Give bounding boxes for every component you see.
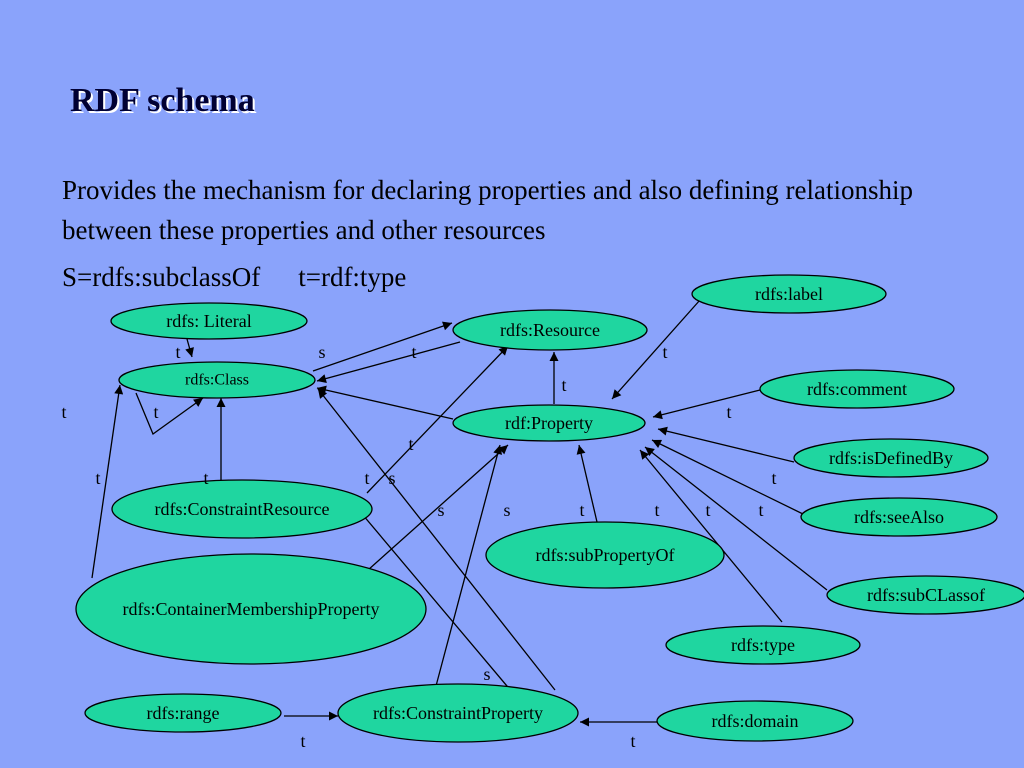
node-constraintproperty-label: rdfs:ConstraintProperty <box>373 703 543 723</box>
edge-label-cr-resource-t: t <box>408 434 413 454</box>
node-isdefinedby-shape <box>793 438 989 478</box>
node-comment-shape <box>759 369 955 409</box>
node-constraintproperty-shape <box>337 683 579 743</box>
node-class-shape <box>118 361 316 399</box>
node-containermembershipproperty-label: rdfs:ContainerMembershipProperty <box>123 599 380 619</box>
edge-label-literal-t: t <box>175 342 180 362</box>
node-constraintresource-shape <box>111 479 373 539</box>
node-seealso-shape <box>800 497 998 537</box>
edge-label-comment-t: t <box>726 402 731 422</box>
node-subpropertyof: rdfs:subPropertyOf <box>485 521 725 589</box>
legend-subclass: S=rdfs:subclassOf <box>62 262 261 292</box>
node-label-label: rdfs:label <box>755 284 823 304</box>
node-resource-shape <box>452 309 648 351</box>
node-range-shape <box>84 693 282 733</box>
node-domain-label: rdfs:domain <box>712 711 799 731</box>
edge-cp-property <box>435 444 503 687</box>
edge-class-resource <box>312 321 453 372</box>
node-range-label: rdfs:range <box>147 703 220 723</box>
edge-label-type-t: t <box>758 500 763 520</box>
edge-resource-class <box>316 341 461 383</box>
edge-cmp-class <box>91 384 124 579</box>
legend-type: t=rdf:type <box>298 262 407 292</box>
node-constraintresource: rdfs:ConstraintResource <box>111 479 373 539</box>
edge-label-label-t: t <box>662 342 667 362</box>
edge-label-property-resource-t: t <box>561 375 566 395</box>
edge-label-cp-s: s <box>483 664 490 684</box>
edge-subclassof-property <box>644 446 828 591</box>
legend: S=rdfs:subclassOf t=rdf:type <box>62 262 406 293</box>
edge-label-subpropertyof-t: t <box>579 500 584 520</box>
node-type: rdfs:type <box>665 625 861 665</box>
edge-label-class-resource-s: s <box>318 342 325 362</box>
node-type-label: rdfs:type <box>731 635 795 655</box>
node-containermembershipproperty: rdfs:ContainerMembershipProperty <box>75 553 427 665</box>
edge-label-domain-t: t <box>630 731 635 751</box>
node-type-shape <box>665 625 861 665</box>
edge-label-class-self-t: t <box>153 402 158 422</box>
node-comment: rdfs:comment <box>759 369 955 409</box>
edge-label-resource-class-t: t <box>411 342 416 362</box>
edge-property-class <box>316 385 454 420</box>
node-resource-label: rdfs:Resource <box>500 320 600 340</box>
node-property: rdf:Property <box>452 404 646 442</box>
edge-label-subclassof-t: t <box>705 500 710 520</box>
node-seealso-label: rdfs:seeAlso <box>854 507 944 527</box>
node-constraintresource-label: rdfs:ConstraintResource <box>155 499 330 519</box>
edge-label-range-t: t <box>300 731 305 751</box>
node-subpropertyof-label: rdfs:subPropertyOf <box>536 545 675 565</box>
node-class-label: rdfs:Class <box>185 372 249 389</box>
node-resource: rdfs:Resource <box>452 309 648 351</box>
slide-description: Provides the mechanism for declaring pro… <box>62 175 914 245</box>
edge-isdefinedby-property <box>657 426 795 463</box>
edge-literal-class <box>185 338 194 358</box>
node-subclassof: rdfs:subCLassof <box>826 575 1024 615</box>
node-domain: rdfs:domain <box>656 700 854 742</box>
edge-label-cmp-self-t: t <box>61 402 66 422</box>
edge-seealso-property <box>651 439 806 516</box>
node-property-label: rdf:Property <box>505 413 593 433</box>
edge-cr-resource <box>366 345 509 494</box>
node-subpropertyof-shape <box>485 521 725 589</box>
edge-label-cmp-class-t: t <box>95 468 100 488</box>
edge-label-seealso-t: t <box>654 500 659 520</box>
diagram-nodes: rdfs: Literal rdfs:Class rdfs:Resource rdf:… <box>75 274 1024 743</box>
node-isdefinedby: rdfs:isDefinedBy <box>793 438 989 478</box>
edge-label-cp-class-t: t <box>364 468 369 488</box>
node-label-shape <box>691 274 887 314</box>
edge-type-property <box>639 449 783 623</box>
diagram-edges <box>91 299 828 727</box>
edge-cp-cr <box>356 507 513 693</box>
node-containermembershipproperty-shape <box>75 553 427 665</box>
node-isdefinedby-label: rdfs:isDefinedBy <box>829 448 953 468</box>
node-subclassof-label: rdfs:subCLassof <box>867 585 985 605</box>
edge-class-self-loop <box>135 392 204 436</box>
node-constraintproperty: rdfs:ConstraintProperty <box>337 683 579 743</box>
node-domain-shape <box>656 700 854 742</box>
node-subclassof-shape <box>826 575 1024 615</box>
node-comment-label: rdfs:comment <box>807 379 907 399</box>
edge-comment-property <box>652 389 761 420</box>
node-range: rdfs:range <box>84 693 282 733</box>
node-literal-shape <box>110 302 308 340</box>
edge-subpropertyof-property <box>576 444 598 523</box>
node-literal-label: rdfs: Literal <box>166 311 251 331</box>
edge-label-cp-cr-s: s <box>388 468 395 488</box>
edge-label-cr-class-t: t <box>203 468 208 488</box>
edge-label-cmp-property-s: s <box>437 500 444 520</box>
node-property-shape <box>452 404 646 442</box>
edge-label-cp-property-s: s <box>503 500 510 520</box>
node-literal: rdfs: Literal <box>110 302 308 340</box>
node-label: rdfs:label <box>691 274 887 314</box>
edge-label-property <box>611 299 701 400</box>
edge-label-isdefinedby-t: t <box>771 468 776 488</box>
edge-cp-class <box>317 388 556 691</box>
node-seealso: rdfs:seeAlso <box>800 497 998 537</box>
node-class: rdfs:Class <box>118 361 316 399</box>
slide-title: RDF schema <box>70 82 255 119</box>
